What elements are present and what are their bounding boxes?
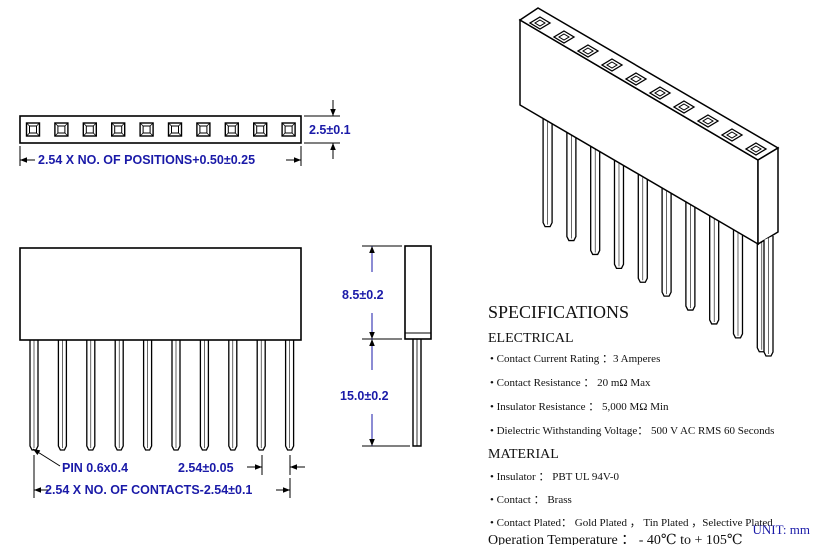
isometric-contact-cell — [696, 114, 720, 128]
top-view-body — [19, 115, 302, 144]
top-view: 2.5±0.1 2.54 X NO. OF POSITIONS+0.50±0.2… — [19, 100, 351, 167]
front-pin — [199, 340, 210, 451]
spec-electrical-2: • Contact Resistance ： 20 mΩ Max — [490, 377, 651, 389]
dim-top-length: 2.54 X NO. OF POSITIONS+0.50±0.25 — [38, 153, 255, 167]
isometric-pin — [685, 186, 696, 311]
top-contact-cell — [196, 122, 211, 137]
spec-title: SPECIFICATIONS — [488, 302, 629, 322]
dim-top-height: 2.5±0.1 — [309, 123, 351, 137]
isometric-pin — [661, 172, 672, 297]
isometric-contact-cells — [528, 16, 768, 156]
side-view-body — [404, 245, 432, 340]
top-contact-cell — [252, 122, 268, 137]
dim-side-body-height: 8.5±0.2 — [342, 288, 384, 302]
isometric-contact-cell — [552, 30, 576, 44]
spec-electrical-1: • Contact Current Rating ：3 Amperes — [490, 353, 660, 365]
isometric-contact-cell — [720, 128, 744, 142]
isometric-pin — [709, 199, 720, 325]
isometric-pin — [637, 158, 648, 283]
front-pin — [142, 340, 153, 451]
spec-material-2: • Contact ： Brass — [490, 494, 572, 506]
isometric-contact-cell — [624, 72, 648, 86]
isometric-contact-cell — [648, 86, 672, 100]
front-pin — [86, 340, 96, 451]
spec-electrical-3: • Insulator Resistance ： 5,000 MΩ Min — [490, 401, 669, 413]
spec-material-1: • Insulator ： PBT UL 94V-0 — [490, 471, 620, 483]
isometric-end-pin — [763, 236, 774, 357]
front-view-body — [19, 247, 302, 341]
spec-operation: Operation Temperature ： - 40℃ to + 105℃ — [488, 533, 743, 545]
isometric-view — [518, 7, 780, 357]
dim-pin: PIN 0.6x0.4 — [62, 461, 128, 475]
isometric-pin — [542, 102, 553, 228]
spec-electrical-4: • Dielectric Withstanding Voltage： 500 V… — [490, 425, 774, 437]
isometric-contact-cell — [576, 44, 600, 58]
specifications: SPECIFICATIONS ELECTRICAL • Contact Curr… — [488, 302, 810, 545]
spec-material-3: • Contact Plated： Gold Plated ， Tin Plat… — [490, 517, 773, 529]
front-pin — [284, 340, 295, 451]
top-view-contact-cells — [25, 122, 296, 137]
isometric-contact-cell — [528, 16, 552, 30]
front-view: PIN 0.6x0.4 2.54±0.05 2.54 X NO. OF CONT… — [19, 247, 305, 498]
top-contact-cell — [82, 122, 98, 137]
top-contact-cell — [25, 122, 41, 137]
top-contact-cell — [281, 122, 296, 137]
top-contact-cell — [110, 122, 126, 137]
dim-bottom-length: 2.54 X NO. OF CONTACTS-2.54±0.1 — [45, 483, 252, 497]
isometric-pins-front — [763, 236, 774, 357]
isometric-contact-cell — [672, 100, 696, 114]
front-view-pins — [29, 340, 295, 451]
unit-label: UNIT: mm — [753, 522, 810, 537]
spec-material-heading: MATERIAL — [488, 447, 559, 462]
front-pin — [29, 340, 39, 451]
isometric-pin — [590, 130, 601, 256]
isometric-pin — [732, 213, 744, 339]
isometric-body-side — [757, 146, 779, 246]
front-pin — [171, 340, 181, 451]
front-pin — [256, 340, 266, 451]
spec-electrical-heading: ELECTRICAL — [488, 331, 574, 346]
front-pin — [114, 340, 124, 451]
dim-pitch: 2.54±0.05 — [178, 461, 234, 475]
front-pin — [228, 340, 238, 451]
top-contact-cell — [224, 122, 240, 137]
dim-side-pin-length: 15.0±0.2 — [340, 389, 389, 403]
front-pin — [57, 340, 68, 451]
side-view: 8.5±0.2 15.0±0.2 — [340, 245, 432, 447]
isometric-pin — [613, 144, 625, 269]
top-contact-cell — [139, 122, 154, 137]
isometric-contact-cell — [600, 58, 624, 72]
top-contact-cell — [167, 122, 183, 137]
isometric-pin — [566, 116, 577, 242]
isometric-contact-cell — [744, 142, 768, 156]
top-contact-cell — [54, 122, 69, 137]
